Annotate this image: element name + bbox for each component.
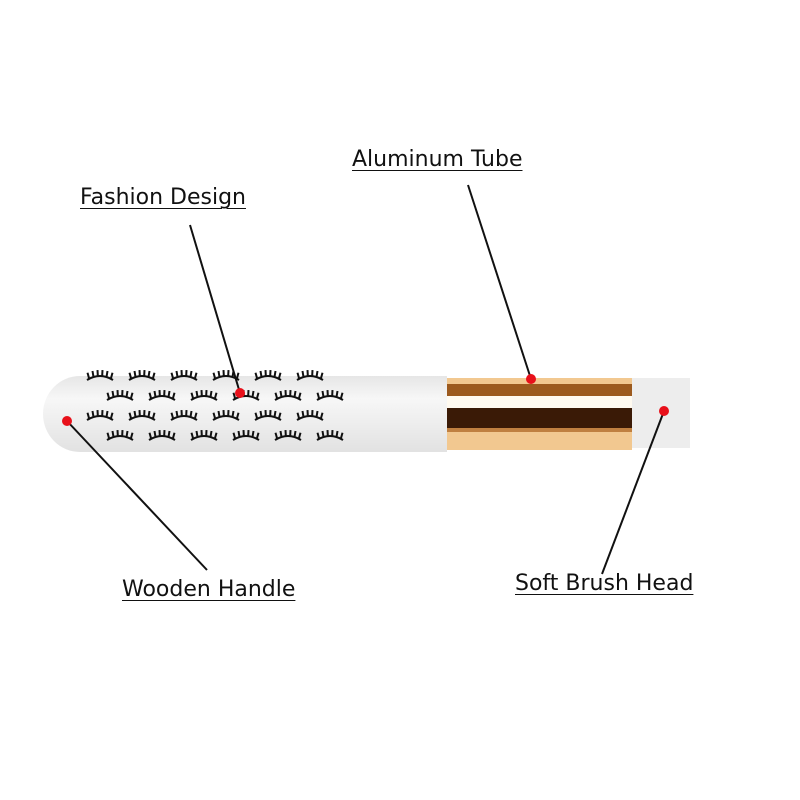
eyelash-icon bbox=[86, 410, 114, 421]
eyelash-icon bbox=[212, 410, 240, 421]
eyelash-icon bbox=[128, 370, 156, 381]
eyelash-icon bbox=[316, 390, 344, 401]
eyelash-icon bbox=[106, 390, 134, 401]
fashion-design-marker bbox=[235, 388, 245, 398]
aluminum-tube-leader-line bbox=[467, 184, 532, 380]
fashion-design-leader-line bbox=[189, 224, 241, 394]
wooden-handle bbox=[43, 376, 447, 452]
aluminum-tube bbox=[447, 378, 632, 450]
aluminum-tube-marker bbox=[526, 374, 536, 384]
eyelash-icon bbox=[106, 430, 134, 441]
eyelash-icon bbox=[170, 370, 198, 381]
eyelash-icon bbox=[254, 410, 282, 421]
eyelash-icon bbox=[128, 410, 156, 421]
eyelash-icon bbox=[148, 390, 176, 401]
wooden-handle-leader-line bbox=[66, 420, 208, 571]
eyelash-icon bbox=[274, 390, 302, 401]
eyelash-icon bbox=[232, 430, 260, 441]
eyelash-icon bbox=[274, 430, 302, 441]
eyelash-icon bbox=[170, 410, 198, 421]
wooden-handle-marker bbox=[62, 416, 72, 426]
soft-brush-head-leader-line bbox=[601, 410, 665, 575]
eyelash-icon bbox=[316, 430, 344, 441]
eyelash-icon bbox=[190, 390, 218, 401]
soft-brush-head-label: Soft Brush Head bbox=[515, 571, 694, 596]
eyelash-icon bbox=[86, 370, 114, 381]
soft-brush-head-marker bbox=[659, 406, 669, 416]
leader-lines bbox=[66, 184, 665, 575]
eyelash-icon bbox=[254, 370, 282, 381]
eyelash-icon bbox=[148, 430, 176, 441]
eyelash-icon bbox=[190, 430, 218, 441]
eyelash-icon bbox=[296, 370, 324, 381]
fashion-design-label: Fashion Design bbox=[80, 185, 246, 210]
wooden-handle-label: Wooden Handle bbox=[122, 577, 296, 602]
aluminum-tube-label: Aluminum Tube bbox=[352, 147, 523, 172]
eyelash-icon bbox=[212, 370, 240, 381]
eyelash-icon bbox=[296, 410, 324, 421]
